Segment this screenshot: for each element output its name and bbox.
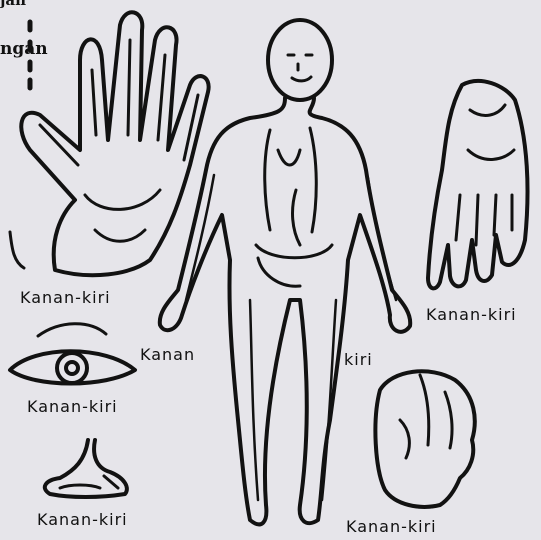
side-fragment-label: ngan	[0, 39, 48, 59]
top-fragment-label: jan	[0, 0, 26, 9]
foot-sole-figure	[428, 81, 528, 288]
foot-figure	[45, 440, 127, 497]
eye-figure	[10, 324, 135, 384]
head-figure	[375, 371, 474, 507]
body-right-label: kiri	[344, 350, 373, 369]
body-left-label: Kanan	[140, 345, 195, 364]
eye-label: Kanan-kiri	[27, 397, 118, 416]
foot-label: Kanan-kiri	[37, 510, 128, 529]
head-label: Kanan-kiri	[346, 517, 437, 536]
hand-label: Kanan-kiri	[20, 288, 111, 307]
foot-sole-label: Kanan-kiri	[426, 305, 517, 324]
